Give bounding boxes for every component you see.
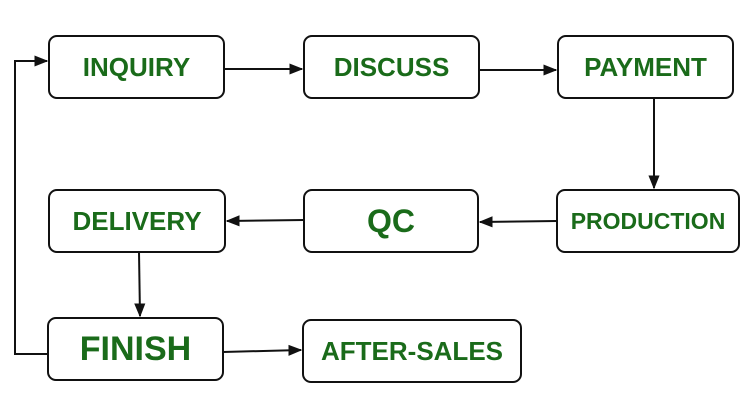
arrow-finish-to-inquiry [14, 55, 49, 355]
node-finish-label: FINISH [80, 330, 191, 368]
node-discuss-box [303, 35, 480, 99]
node-payment-label: PAYMENT [584, 52, 707, 82]
node-finish-box [47, 317, 224, 381]
node-delivery-label: DELIVERY [72, 206, 201, 236]
node-qc-label: QC [367, 203, 415, 239]
node-qc: QC [303, 189, 479, 253]
node-payment: PAYMENT [557, 35, 734, 99]
node-finish: FINISH [47, 317, 224, 381]
node-inquiry-box [48, 35, 225, 99]
arrow-qc-to-delivery [225, 215, 305, 227]
node-after-sales: AFTER-SALES [302, 319, 522, 383]
node-payment-box [557, 35, 734, 99]
node-after-sales-label: AFTER-SALES [321, 336, 503, 366]
nodes: INQUIRY DISCUSS PAYMENT PRODUCTION QC DELIVER… [47, 35, 740, 383]
node-delivery: DELIVERY [48, 189, 226, 253]
node-production: PRODUCTION [556, 189, 740, 253]
arrow-finish-to-after-sales [222, 344, 303, 356]
node-production-label: PRODUCTION [571, 208, 726, 234]
node-discuss: DISCUSS [303, 35, 480, 99]
node-delivery-box [48, 189, 226, 253]
edges [14, 55, 660, 356]
node-inquiry: INQUIRY [48, 35, 225, 99]
node-production-box [556, 189, 740, 253]
arrow-delivery-to-finish [134, 251, 146, 318]
node-after-sales-box [302, 319, 522, 383]
node-discuss-label: DISCUSS [334, 52, 450, 82]
node-inquiry-label: INQUIRY [83, 52, 190, 82]
arrow-production-to-qc [478, 216, 558, 228]
node-qc-box [303, 189, 479, 253]
